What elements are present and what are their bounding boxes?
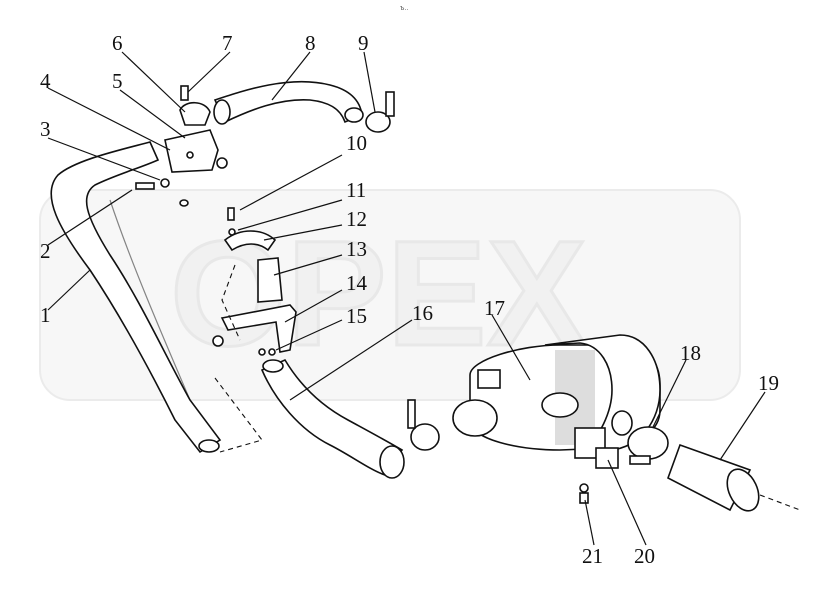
top-mark: ъ..	[400, 5, 408, 12]
callout-9: 9	[358, 31, 369, 55]
middle-bracket-assembly	[212, 207, 297, 356]
hose-clamp-lower	[407, 399, 440, 451]
callout-11: 11	[346, 178, 366, 202]
intake-hose-left	[50, 141, 222, 454]
air-cleaner	[452, 334, 661, 469]
hose-clamp-9	[365, 91, 395, 133]
callout-10: 10	[346, 131, 367, 155]
callout-12: 12	[346, 207, 367, 231]
lower-hose	[260, 358, 405, 479]
small-clamp	[179, 85, 211, 126]
callout-20: 20	[634, 544, 655, 568]
callout-1: 1	[40, 303, 51, 327]
callout-16: 16	[412, 301, 433, 325]
callout-19: 19	[758, 371, 779, 395]
callout-3: 3	[40, 117, 51, 141]
upper-hose	[213, 80, 364, 125]
leader-lines	[47, 51, 766, 546]
upper-bracket	[164, 129, 228, 173]
callout-18: 18	[680, 341, 701, 365]
callout-13: 13	[346, 237, 367, 261]
callout-21: 21	[582, 544, 603, 568]
outlet-pipe	[667, 443, 801, 512]
callout-labels: 1 2 3 4 5 6 7 8 9 10 11 12 13 14 15 16 1…	[40, 31, 779, 568]
callout-15: 15	[346, 304, 367, 328]
callout-17: 17	[484, 296, 505, 320]
callout-2: 2	[40, 239, 51, 263]
callout-7: 7	[222, 31, 233, 55]
callout-8: 8	[305, 31, 316, 55]
callout-14: 14	[346, 271, 368, 295]
bolt-and-washer	[135, 178, 189, 207]
hose-clamp-18	[627, 426, 669, 465]
callout-6: 6	[112, 31, 123, 55]
drain-bolt	[579, 483, 589, 504]
callout-4: 4	[40, 69, 51, 93]
callout-5: 5	[112, 69, 123, 93]
